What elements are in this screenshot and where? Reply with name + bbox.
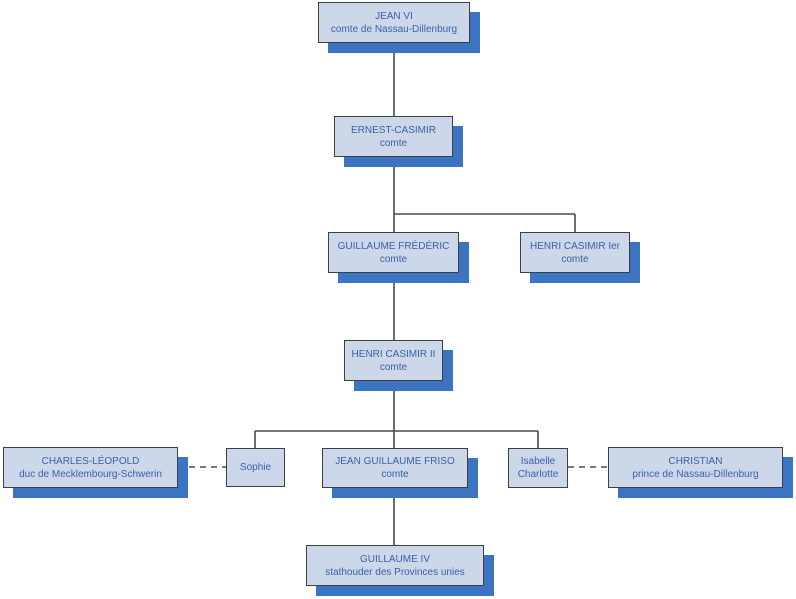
node-subtitle: comte (561, 253, 589, 265)
node-subtitle: comte (379, 253, 408, 265)
node-title: CHRISTIAN (668, 455, 723, 467)
node-subtitle: stathouder des Provinces unies (325, 566, 465, 578)
node-title: HENRI CASIMIR Ier (529, 240, 620, 252)
node-title: Sophie (239, 462, 272, 473)
node-subtitle: prince de Nassau-Dillenburg (632, 468, 759, 480)
node-subtitle: Charlotte (517, 469, 559, 480)
node-title: ERNEST-CASIMIR (350, 124, 436, 136)
node-subtitle: duc de Mecklembourg-Schwerin (19, 468, 162, 480)
node-sophie[interactable]: Sophie (226, 448, 285, 487)
node-title: JEAN GUILLAUME FRISO (335, 456, 455, 467)
node-subtitle: comte (381, 469, 409, 480)
node-jean-guillaume-friso[interactable]: JEAN GUILLAUME FRISO comte (322, 448, 468, 488)
node-title: HENRI CASIMIR II (351, 348, 436, 360)
node-title: CHARLES-LÉOPOLD (41, 455, 140, 467)
node-title: GUILLAUME FRÉDÉRIC (337, 240, 450, 252)
node-title: GUILLAUME IV (359, 553, 431, 565)
node-title: JEAN VI (375, 10, 413, 22)
node-subtitle: comte (379, 137, 408, 149)
node-subtitle: comte (379, 361, 408, 373)
node-subtitle: comte de Nassau-Dillenburg (330, 23, 458, 35)
node-title: Isabelle (520, 456, 556, 467)
